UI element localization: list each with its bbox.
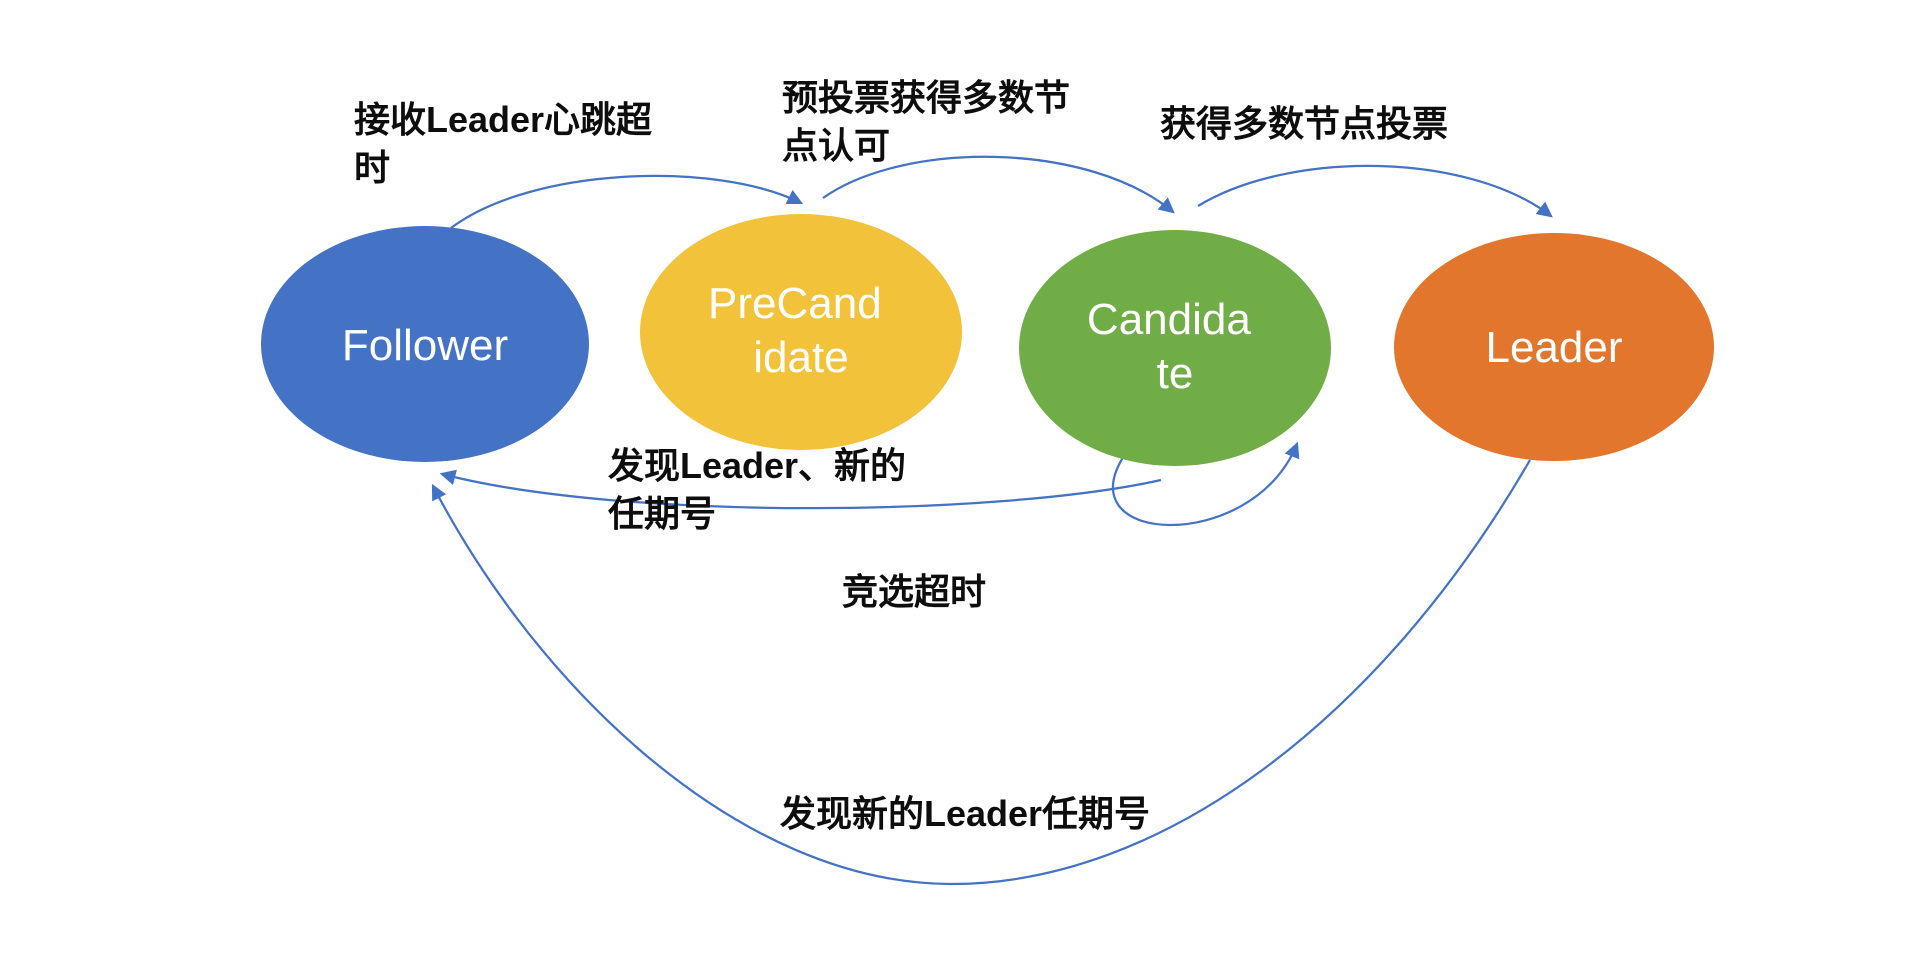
node-candidate: Candida te	[1019, 230, 1331, 466]
node-leader-label: Leader	[1485, 323, 1622, 372]
node-leader: Leader	[1394, 233, 1714, 461]
node-candidate-shape	[1019, 230, 1331, 466]
node-follower-shape	[261, 226, 589, 462]
node-follower-label: Follower	[342, 321, 508, 370]
edge-follower-to-precandidate	[450, 174, 804, 229]
edge-label-precandidate-to-candidate: 预投票获得多数节 点认可	[782, 77, 1080, 166]
edge-label-candidate-self-loop: 竞选超时	[842, 571, 986, 612]
edge-precandidate-to-candidate	[822, 155, 1175, 214]
edge-label-leader-to-follower: 发现新的Leader任期号	[780, 793, 1150, 834]
edge-candidate-self-loop	[1111, 441, 1300, 527]
node-follower: Follower	[261, 226, 589, 462]
node-precandidate-label: PreCand idate	[708, 279, 894, 382]
edge-label-candidate-to-follower: 发现Leader、新的 任期号	[608, 445, 916, 534]
edge-candidate-to-leader	[1197, 164, 1553, 218]
node-precandidate-shape	[640, 214, 962, 450]
node-precandidate: PreCand idate	[640, 214, 962, 450]
node-leader-shape	[1394, 233, 1714, 461]
edge-label-follower-to-precandidate: 接收Leader心跳超 时	[354, 99, 662, 188]
edge-label-candidate-to-leader: 获得多数节点投票	[1160, 103, 1448, 144]
edge-leader-to-follower	[431, 459, 1531, 886]
node-candidate-label: Candida te	[1087, 295, 1263, 398]
edge-candidate-to-follower	[439, 469, 1162, 510]
